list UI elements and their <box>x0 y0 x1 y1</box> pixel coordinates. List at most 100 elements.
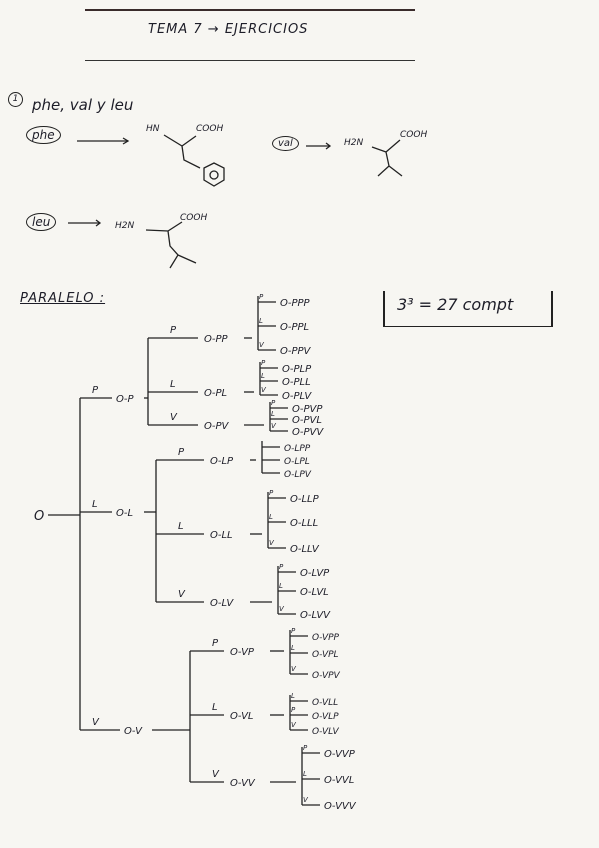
level2-node: O-PV <box>204 421 230 432</box>
level2-node: O-LL <box>210 530 233 541</box>
leaf-node: O-VPL <box>312 650 339 660</box>
level2-edge-label: P <box>212 638 219 649</box>
leaf-node: O-LPP <box>284 444 311 454</box>
level2-node: O-VP <box>230 647 255 658</box>
leaf-edge-label: L <box>259 317 263 325</box>
val-arrowhead <box>325 142 332 150</box>
leaf-edge-label: P <box>279 563 284 571</box>
leaf-edge-label: P <box>291 627 296 635</box>
leaf-edge-label: L <box>303 770 307 778</box>
leaf-node: O-LPL <box>284 457 310 467</box>
level2-edge-label: L <box>170 379 176 390</box>
leaf-edge-label: V <box>279 605 285 613</box>
leaf-node: O-VLL <box>312 698 338 708</box>
leaf-node: O-PPL <box>280 322 309 333</box>
leaf-node: O-PVP <box>292 404 323 415</box>
leaf-node: O-VLP <box>312 712 339 722</box>
level2-edge-label: V <box>212 769 220 780</box>
leaf-node: O-LLP <box>290 494 320 505</box>
leaf-node: O-PVL <box>292 415 322 426</box>
leaf-edge-label: P <box>269 489 274 497</box>
leaf-node: O-LLV <box>290 544 320 555</box>
phenyl-ring <box>203 162 225 187</box>
combination-tree: OPO-PLO-LVO-VPO-PPLO-PLVO-PVPO-LPLO-LLVO… <box>34 293 357 812</box>
leaf-edge-label: L <box>261 372 265 380</box>
level2-node: O-PL <box>204 388 227 399</box>
leaf-node: O-LLL <box>290 518 318 529</box>
level2-edge-label: P <box>170 325 177 336</box>
exercise-number: 1 <box>8 92 23 107</box>
leaf-edge-label: V <box>303 796 309 804</box>
level1-node: O-V <box>124 726 143 737</box>
page-title: TEMA 7 → EJERCICIOS <box>148 22 309 37</box>
leu-arrowhead <box>95 219 102 227</box>
phe-arrowhead <box>122 137 130 145</box>
level2-edge-label: V <box>178 589 186 600</box>
leaf-edge-label: P <box>271 399 276 407</box>
leaf-node: O-VPV <box>312 671 341 681</box>
phe-backbone <box>163 134 201 169</box>
phe-amine: HN <box>146 124 160 134</box>
leaf-node: O-LPV <box>284 470 312 480</box>
level2-edge-label: L <box>212 702 218 713</box>
leaf-edge-label: P <box>291 706 296 714</box>
structures <box>68 134 403 269</box>
tree-root: O <box>34 509 44 524</box>
leaf-node: O-LVV <box>300 610 331 621</box>
leaf-edge-label: L <box>291 644 295 652</box>
leaf-node: O-VVV <box>324 801 357 812</box>
leu-amine: H2N <box>115 221 135 231</box>
leaf-node: O-PLV <box>282 391 312 402</box>
leaf-node: O-PLP <box>282 364 312 375</box>
leaf-node: O-PVV <box>292 427 324 438</box>
leaf-edge-label: V <box>269 539 275 547</box>
leu-backbone <box>145 221 197 269</box>
top-rule <box>85 9 415 11</box>
title-underline <box>85 60 415 61</box>
level1-edge-label: L <box>92 499 98 510</box>
leaf-node: O-LVP <box>300 568 330 579</box>
leaf-edge-label: V <box>271 422 277 430</box>
level2-node: O-PP <box>204 334 229 345</box>
leaf-node: O-PPV <box>280 346 312 357</box>
section-heading: PARALELO : <box>20 291 106 306</box>
level1-edge-label: V <box>92 717 100 728</box>
leaf-edge-label: L <box>271 410 275 418</box>
val-amine: H2N <box>344 138 364 148</box>
val-backbone <box>371 139 403 177</box>
leaf-edge-label: P <box>303 744 308 752</box>
phenyl-ring-circle <box>209 170 219 180</box>
leaf-edge-label: P <box>259 293 264 301</box>
result-box: 3³ = 27 compt <box>383 291 553 327</box>
leaf-node: O-VVL <box>324 775 354 786</box>
level1-node: O-P <box>116 394 134 405</box>
leaf-edge-label: L <box>269 513 273 521</box>
phe-label: phe <box>26 126 61 144</box>
level2-node: O-VV <box>230 778 256 789</box>
level2-edge-label: L <box>178 521 184 532</box>
level1-edge-label: P <box>92 385 99 396</box>
level2-edge-label: V <box>170 412 178 423</box>
leu-label: leu <box>26 213 57 231</box>
level2-edge-label: P <box>178 447 185 458</box>
phe-carboxyl: COOH <box>196 124 224 134</box>
leaf-edge-label: V <box>261 386 267 394</box>
leaf-node: O-VLV <box>312 727 339 737</box>
leaf-node: O-VVP <box>324 749 356 760</box>
leaf-edge-label: P <box>261 359 266 367</box>
exercise-statement: phe, val y leu <box>32 96 134 114</box>
leaf-node: O-PLL <box>282 377 311 388</box>
leaf-edge-label: L <box>291 692 295 700</box>
leu-carboxyl: COOH <box>180 213 208 223</box>
leaf-edge-label: V <box>291 665 297 673</box>
val-label: val <box>272 136 299 151</box>
leaf-edge-label: V <box>259 341 265 349</box>
leaf-node: O-LVL <box>300 587 329 598</box>
level2-node: O-LV <box>210 598 234 609</box>
level2-node: O-VL <box>230 711 254 722</box>
val-carboxyl: COOH <box>400 130 428 140</box>
leaf-node: O-VPP <box>312 633 340 643</box>
level1-node: O-L <box>116 508 133 519</box>
